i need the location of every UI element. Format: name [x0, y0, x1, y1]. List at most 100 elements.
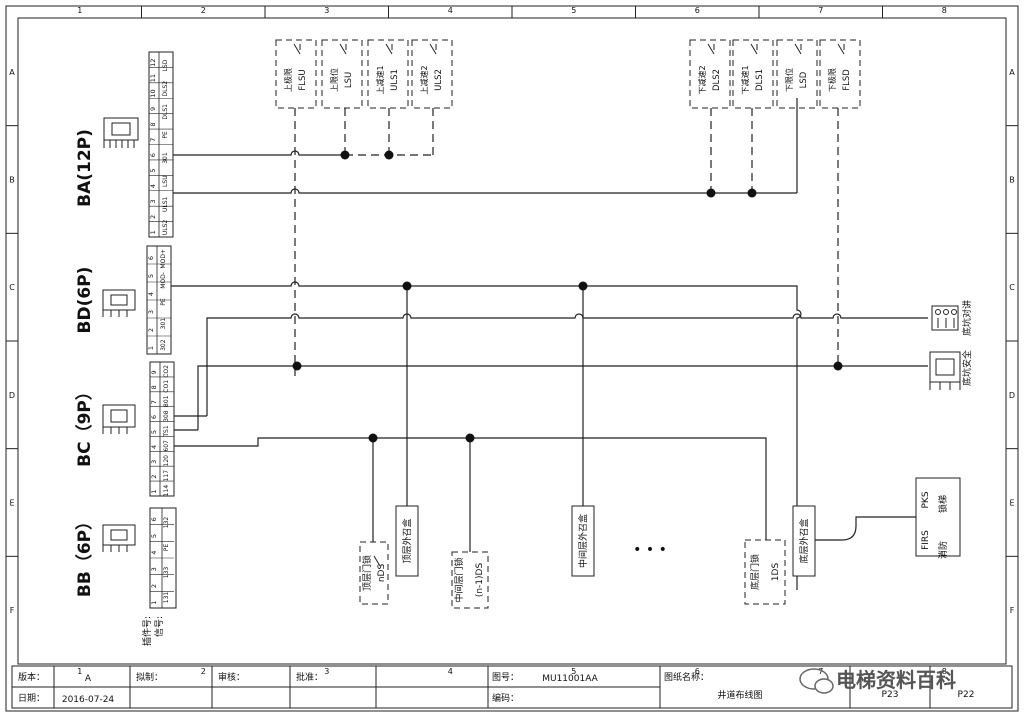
grid-row-label: A: [1009, 68, 1015, 77]
switch-cn-label: 上减速1: [375, 65, 385, 94]
plug-icon: [102, 289, 136, 317]
mid-door-lock: 中间层门锁 (n-1)DS: [451, 551, 489, 609]
pin-number: 5: [150, 430, 158, 434]
pin-signal: CO2: [163, 365, 170, 378]
pin-signal: MOD+: [160, 249, 167, 269]
pin-signal: 117: [163, 470, 170, 482]
pin-number: 8: [150, 385, 158, 389]
pin-signal: PE: [163, 544, 170, 552]
pin-number: 5: [150, 534, 158, 538]
pin-signal: 132: [163, 517, 170, 529]
pin-number: 3: [150, 567, 158, 571]
drawing-no-value: MU11001AA: [542, 674, 598, 684]
switch-code-label: FLSD: [842, 69, 852, 91]
pin-signal: DLS1: [162, 104, 169, 120]
version-value: A: [85, 674, 92, 684]
approve-label: 批准：: [296, 671, 323, 683]
bottom-door-lock: 底层门锁 1DS: [744, 539, 786, 605]
top-door-lock: 顶层门锁 nDS: [359, 541, 389, 605]
pin-number: 1: [150, 489, 158, 493]
pin-number: 6: [147, 256, 155, 260]
fire-label: 消防: [937, 541, 949, 559]
switch-cn-label: 上减速2: [419, 65, 429, 94]
grid-col-label: 3: [324, 6, 329, 15]
pit-phone-label: 底坑对讲: [961, 300, 973, 336]
dashed-wires: [294, 108, 839, 380]
pin-number: 7: [149, 138, 157, 142]
pin-signal: MOD-: [160, 272, 167, 289]
pin-signal: 133: [163, 567, 170, 579]
pin-number: 4: [150, 445, 158, 449]
pin-number: 6: [149, 153, 157, 157]
watermark: 电梯资料百科: [799, 668, 956, 694]
watermark-text: 电梯资料百科: [836, 668, 956, 692]
grid-col-label: 1: [77, 6, 82, 15]
switch-cn-label: 上极限: [283, 68, 293, 92]
pin-signal: PE: [162, 131, 169, 139]
grid-row-label: F: [10, 606, 15, 615]
top-door-label: 顶层门锁: [361, 555, 373, 591]
grid-col-label: 8: [942, 667, 947, 676]
pin-signal: 114: [163, 485, 170, 497]
pin-number: 6: [150, 517, 158, 521]
pin-number: 12: [149, 59, 157, 67]
switch-code-label: LSD: [799, 71, 809, 88]
chat-bubble-icon: [799, 668, 834, 694]
bottom-call-box: 底层外召盒: [792, 505, 816, 577]
top-call-box: 顶层外召盒: [395, 505, 419, 577]
pin-number: 1: [150, 601, 158, 605]
grid-col-label: 5: [571, 6, 576, 15]
grid-row-label: D: [1009, 391, 1015, 400]
pin-signal: LSD: [162, 59, 169, 71]
connector-ba-label: BA(12P): [75, 129, 95, 207]
grid-col-label: 1: [77, 667, 82, 676]
pin-number: 8: [149, 122, 157, 126]
connector-bc-label: BC（9P）: [74, 383, 95, 467]
pin-number: 2: [149, 215, 157, 219]
switch-code-label: ULS2: [434, 69, 444, 91]
pin-signal: 301: [160, 318, 167, 330]
grid-row-label: B: [1009, 176, 1015, 185]
grid-row-label: A: [9, 68, 15, 77]
review-label: 审核：: [218, 671, 245, 683]
grid-row-label: D: [9, 391, 15, 400]
more-floors-ellipsis: • • •: [633, 542, 667, 558]
connector-bd-label: BD(6P): [75, 267, 95, 334]
name-label: 图纸名称：: [664, 671, 709, 683]
pin-signal: 801: [163, 395, 170, 407]
wires: [171, 98, 928, 590]
title-block: 版本： A 日期： 2016-07-24 拟制： 审核： 批准： 图号： MU1…: [11, 665, 1013, 709]
pit-safety-label: 底坑安全: [961, 350, 973, 386]
mid-call-box: 中间层外召盒: [571, 505, 595, 577]
limit-switch-flsu: 上极限 FLSU: [275, 39, 317, 109]
grid-row-label: C: [9, 283, 15, 292]
pin-signal: DLS2: [162, 81, 169, 97]
mid-call-label: 中间层外召盒: [577, 514, 589, 568]
pin-number: 5: [149, 169, 157, 173]
drawn-label: 拟制：: [136, 671, 163, 683]
fire-code: FIRS: [921, 530, 931, 550]
grid-row-label: B: [9, 176, 15, 185]
page-p22: P22: [958, 690, 975, 700]
version-label: 版本：: [18, 671, 45, 683]
pin-number: 1: [149, 230, 157, 234]
switch-code-label: FLSU: [298, 69, 308, 90]
legend-signal-label: 信号:: [153, 616, 165, 637]
bottom-door-label: 底层门锁: [749, 554, 761, 590]
grid-col-label: 2: [201, 6, 206, 15]
grid-col-label: 4: [448, 6, 453, 15]
pin-number: 11: [149, 74, 157, 82]
pin-signal: ULS1: [162, 196, 169, 212]
switch-cn-label: 上限位: [329, 68, 339, 92]
mid-door-code: (n-1)DS: [475, 563, 485, 598]
plug-icon: [102, 524, 136, 552]
plug-icon: [929, 351, 961, 390]
